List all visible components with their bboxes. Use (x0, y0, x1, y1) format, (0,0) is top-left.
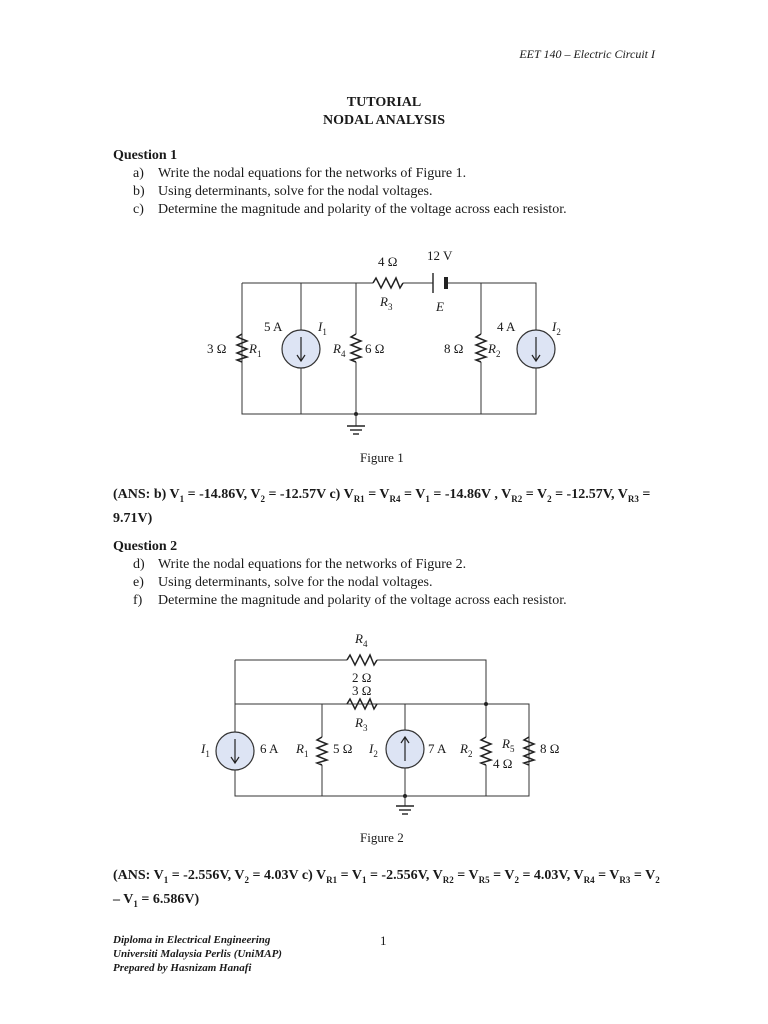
r1-value-label: 5 Ω (333, 741, 352, 756)
r1-name-label: R1 (295, 741, 308, 759)
resistor-r3 (346, 697, 378, 711)
page-number: 1 (380, 933, 387, 948)
figure-1-caption: Figure 1 (360, 450, 404, 465)
current-source-i1-icon (215, 731, 255, 771)
e-name-label: E (435, 299, 444, 314)
page-title: TUTORIAL (346, 95, 422, 110)
resistor-r5 (521, 736, 537, 766)
e-value-label: 12 V (427, 248, 453, 263)
r4-name-label: R4 (332, 341, 346, 359)
r1-value-label: 3 Ω (207, 341, 226, 356)
question-2-heading: Question 2 (113, 539, 178, 554)
current-source-i2-icon (516, 329, 556, 369)
i2-name-label: I2 (551, 319, 561, 337)
resistor-r2 (478, 736, 494, 766)
resistor-r3 (372, 276, 404, 290)
r1-name-label: R1 (248, 341, 261, 359)
i1-value-label: 6 A (260, 741, 279, 756)
r4-value-label: 2 Ω (352, 670, 371, 685)
r5-value-label: 8 Ω (540, 741, 559, 756)
i2-name-label: I2 (368, 741, 378, 759)
footer-university: Universiti Malaysia Perlis (UniMAP) (113, 948, 282, 960)
ground-icon (396, 794, 414, 815)
running-header: EET 140 – Electric Circuit I (519, 47, 655, 61)
q1-item-b: b)Using determinants, solve for the noda… (133, 184, 433, 199)
current-source-i1-icon (281, 329, 321, 369)
q2-item-d: d)Write the nodal equations for the netw… (133, 557, 467, 572)
r3-value-label: 4 Ω (378, 254, 397, 269)
r3-name-label: R3 (354, 715, 368, 733)
q1-item-a: a)Write the nodal equations for the netw… (133, 166, 467, 181)
r2-value-label: 4 Ω (493, 756, 512, 771)
question-1-heading: Question 1 (113, 148, 178, 163)
r4-name-label: R4 (354, 631, 368, 649)
r2-name-label: R2 (487, 341, 500, 359)
i1-name-label: I1 (200, 741, 210, 759)
i1-value-label: 5 A (264, 319, 283, 334)
i1-name-label: I1 (317, 319, 327, 337)
r2-value-label: 8 Ω (444, 341, 463, 356)
i2-value-label: 7 A (428, 741, 447, 756)
r3-name-label: R3 (379, 294, 393, 312)
q2-item-f: f)Determine the magnitude and polarity o… (133, 593, 567, 608)
r2-name-label: R2 (459, 741, 472, 759)
current-source-i2-icon (385, 729, 425, 769)
resistor-r4 (348, 333, 364, 363)
footer-block: Diploma in Electrical Engineering Univer… (113, 933, 282, 975)
q2-answer: (ANS: V1 = -2.556V, V2 = 4.03V c) VR1 = … (113, 868, 660, 909)
q1-item-c: c)Determine the magnitude and polarity o… (133, 202, 567, 217)
q1-answer: (ANS: b) V1 = -14.86V, V2 = -12.57V c) V… (113, 487, 651, 526)
resistor-r1 (234, 333, 250, 363)
figure-2-caption: Figure 2 (360, 830, 404, 845)
r5-name-label: R5 (501, 736, 515, 754)
r3-value-label: 3 Ω (352, 683, 371, 698)
footer-programme: Diploma in Electrical Engineering (113, 934, 271, 946)
resistor-r1 (314, 736, 330, 766)
q2-item-e: e)Using determinants, solve for the noda… (133, 575, 433, 590)
r4-value-label: 6 Ω (365, 341, 384, 356)
ground-icon (347, 412, 365, 435)
page-subtitle: NODAL ANALYSIS (322, 113, 446, 128)
footer-author: Prepared by Hasnizam Hanafi (113, 962, 252, 974)
resistor-r2 (473, 333, 489, 363)
resistor-r4 (346, 653, 378, 667)
i2-value-label: 4 A (497, 319, 516, 334)
